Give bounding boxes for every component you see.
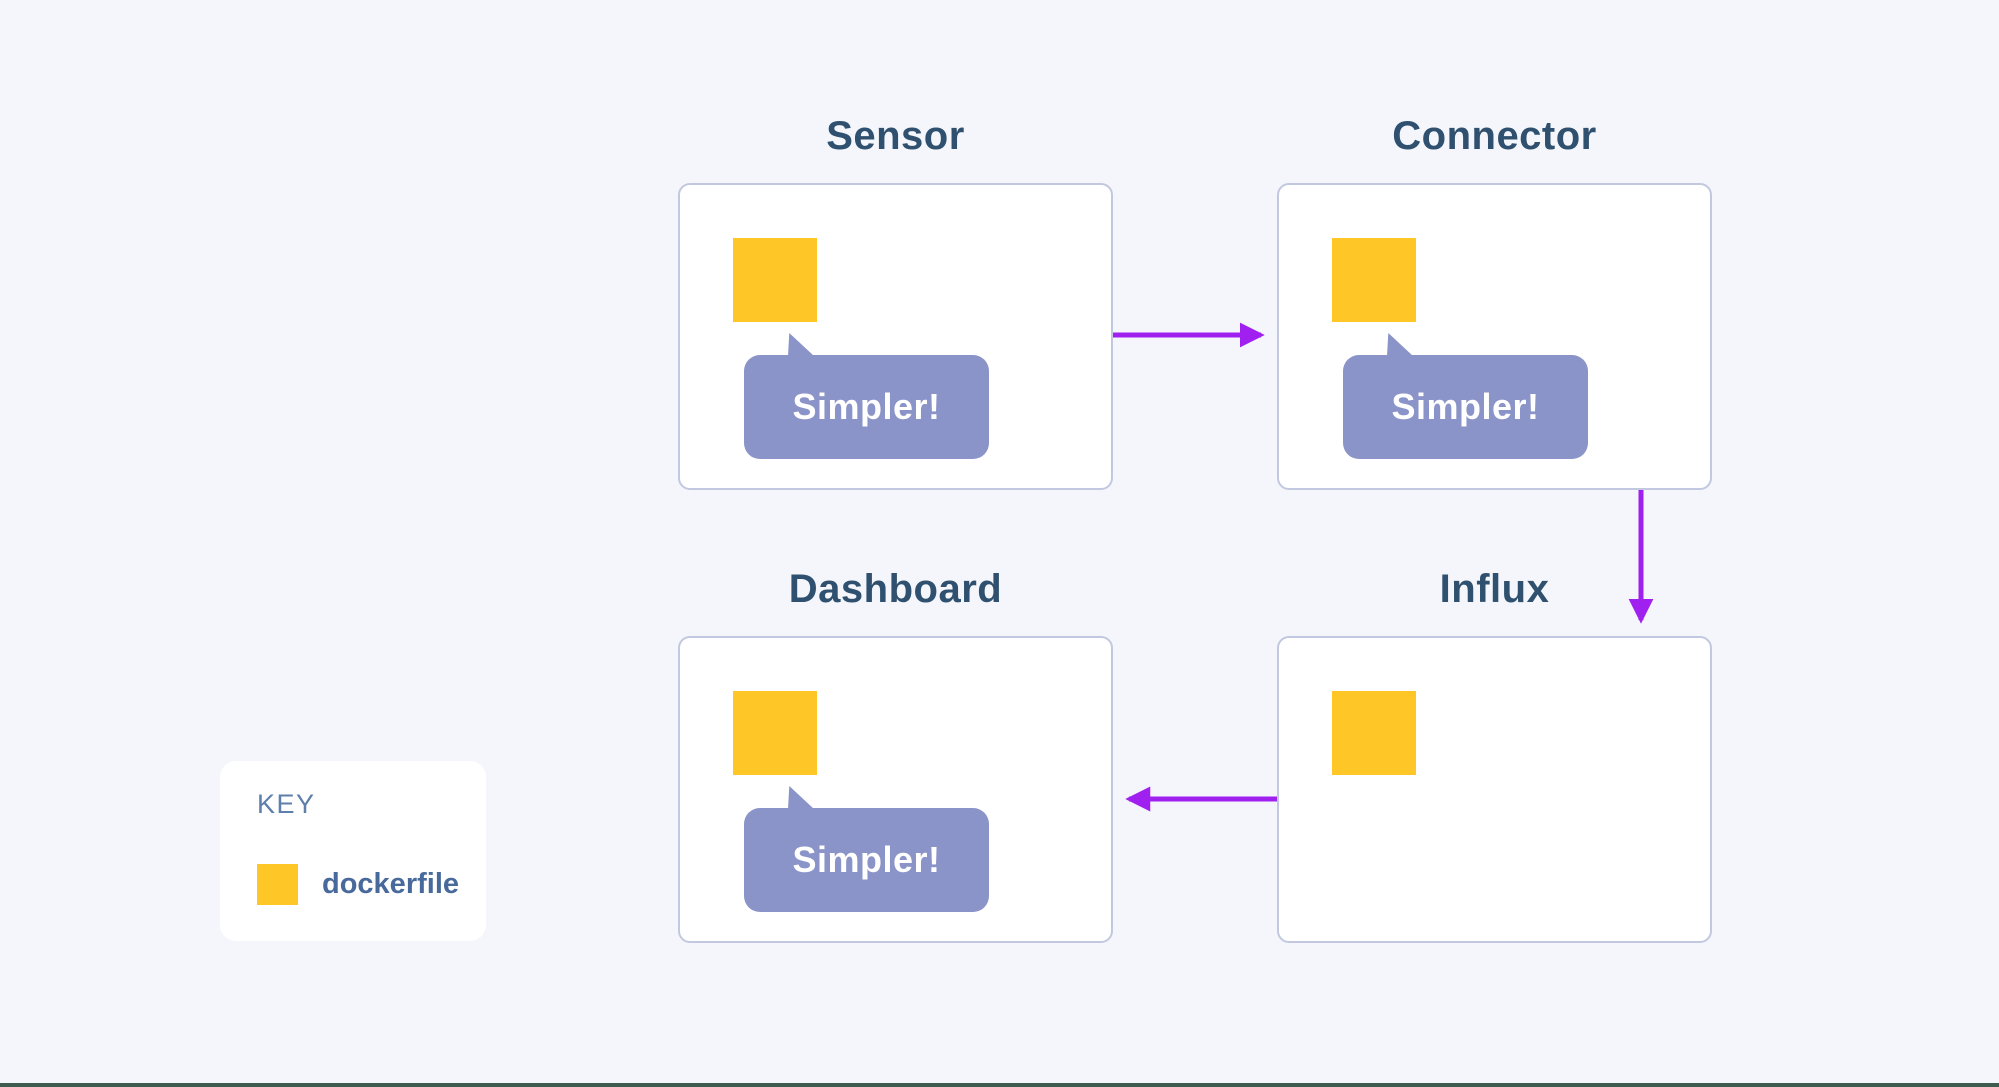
dockerfile-swatch-icon <box>257 864 298 905</box>
dockerfile-icon <box>1332 238 1416 322</box>
bubble-label: Simpler! <box>1391 386 1540 427</box>
dockerfile-icon <box>733 238 817 322</box>
node-influx <box>1277 636 1712 943</box>
legend-title: KEY <box>257 789 316 819</box>
bubble-label: Simpler! <box>792 386 941 427</box>
bottom-edge-line <box>0 1083 1999 1087</box>
bubble-tail-icon <box>788 333 814 356</box>
node-group-connector: Connector Simpler! <box>1277 114 1712 490</box>
node-group-dashboard: Dashboard Simpler! <box>678 567 1113 943</box>
node-title-sensor: Sensor <box>826 114 965 158</box>
node-title-influx: Influx <box>1439 567 1550 611</box>
node-group-influx: Influx <box>1277 567 1712 943</box>
bubble-tail-icon <box>788 786 814 809</box>
simpler-bubble-dashboard: Simpler! <box>744 786 989 912</box>
legend-item-dockerfile: dockerfile <box>257 864 459 905</box>
node-connector: Simpler! <box>1277 183 1712 490</box>
simpler-bubble-sensor: Simpler! <box>744 333 989 459</box>
dockerfile-icon <box>1332 691 1416 775</box>
dockerfile-icon <box>733 691 817 775</box>
node-dashboard: Simpler! <box>678 636 1113 943</box>
simpler-bubble-connector: Simpler! <box>1343 333 1588 459</box>
bubble-label: Simpler! <box>792 839 941 880</box>
node-sensor: Simpler! <box>678 183 1113 490</box>
node-group-sensor: Sensor Simpler! <box>678 114 1113 490</box>
legend-item-label: dockerfile <box>322 868 459 900</box>
node-title-dashboard: Dashboard <box>788 567 1003 611</box>
node-title-connector: Connector <box>1392 114 1597 158</box>
legend: KEY dockerfile <box>220 761 486 941</box>
bubble-tail-icon <box>1387 333 1413 356</box>
